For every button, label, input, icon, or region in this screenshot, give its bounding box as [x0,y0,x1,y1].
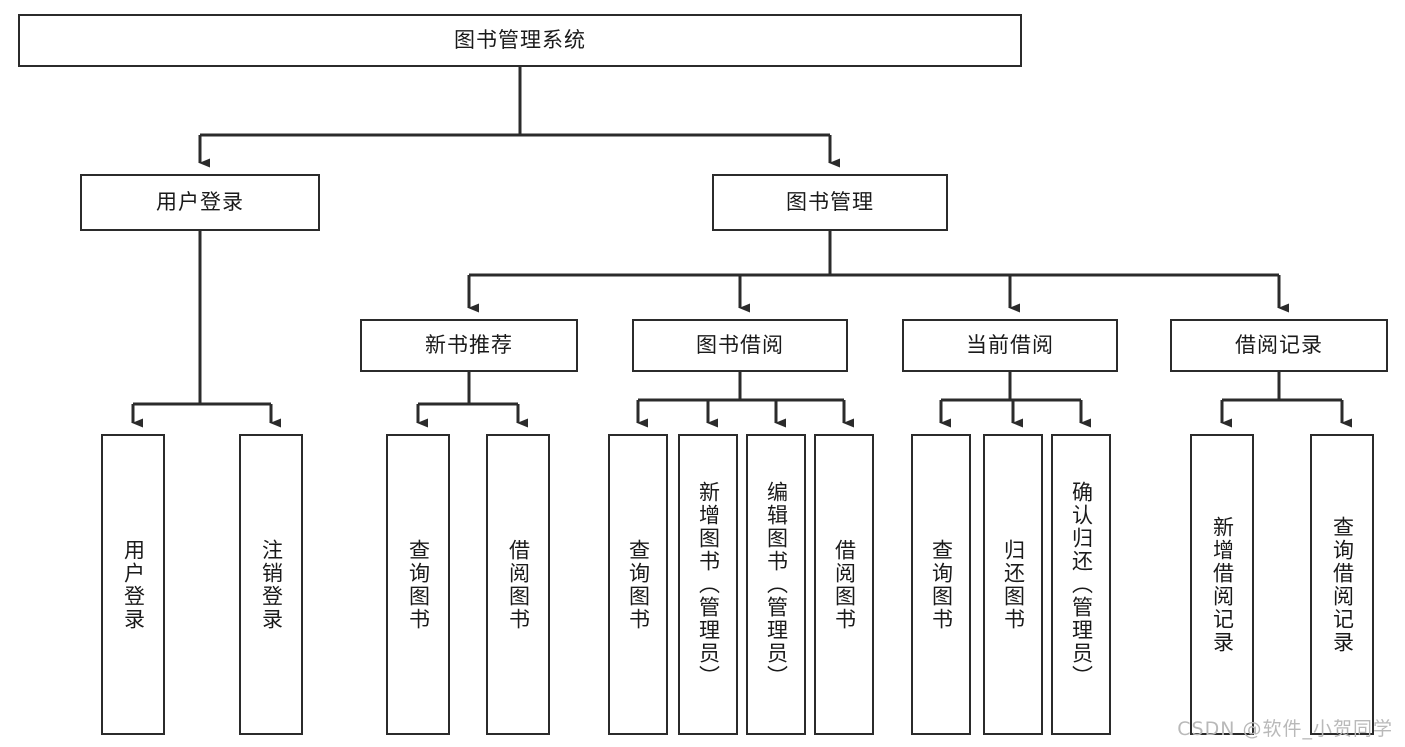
node-root-label: 图书管理系统 [454,27,586,52]
leaf-query-book-current[interactable]: 查询图书 [911,434,971,735]
leaf-logout-login-label: 注销登录 [259,538,284,631]
leaf-query-book-borrow-label: 查询图书 [626,538,651,631]
leaf-query-borrow-record-label: 查询借阅记录 [1330,515,1355,654]
leaf-add-book-admin-label: 新增图书（管理员） [696,481,721,688]
node-new-book-recommend-label: 新书推荐 [425,332,513,357]
leaf-logout-login[interactable]: 注销登录 [239,434,303,735]
leaf-add-book-admin[interactable]: 新增图书（管理员） [678,434,738,735]
leaf-add-borrow-record[interactable]: 新增借阅记录 [1190,434,1254,735]
leaf-confirm-return-admin[interactable]: 确认归还（管理员） [1051,434,1111,735]
node-current-borrow-label: 当前借阅 [966,332,1054,357]
node-borrow-record[interactable]: 借阅记录 [1170,319,1388,372]
leaf-confirm-return-admin-label: 确认归还（管理员） [1069,481,1094,688]
node-current-borrow[interactable]: 当前借阅 [902,319,1118,372]
leaf-user-login[interactable]: 用户登录 [101,434,165,735]
leaf-query-book-current-label: 查询图书 [929,538,954,631]
leaf-borrow-book-recommend-label: 借阅图书 [506,538,531,631]
leaf-query-book-recommend-label: 查询图书 [406,538,431,631]
watermark: CSDN @软件_小贺同学 [1177,718,1393,740]
node-book-borrow-label: 图书借阅 [696,332,784,357]
leaf-borrow-book-recommend[interactable]: 借阅图书 [486,434,550,735]
leaf-return-book-label: 归还图书 [1001,538,1026,631]
leaf-add-borrow-record-label: 新增借阅记录 [1210,515,1235,654]
leaf-edit-book-admin-label: 编辑图书（管理员） [764,481,789,688]
node-book-management-label: 图书管理 [786,189,874,214]
leaf-borrow-book[interactable]: 借阅图书 [814,434,874,735]
leaf-borrow-book-label: 借阅图书 [832,538,857,631]
node-book-management[interactable]: 图书管理 [712,174,948,231]
leaf-edit-book-admin[interactable]: 编辑图书（管理员） [746,434,806,735]
leaf-query-book-recommend[interactable]: 查询图书 [386,434,450,735]
node-new-book-recommend[interactable]: 新书推荐 [360,319,578,372]
node-book-borrow[interactable]: 图书借阅 [632,319,848,372]
node-user-login[interactable]: 用户登录 [80,174,320,231]
node-borrow-record-label: 借阅记录 [1235,332,1323,357]
node-root[interactable]: 图书管理系统 [18,14,1022,67]
leaf-user-login-label: 用户登录 [121,538,146,631]
node-user-login-label: 用户登录 [156,189,244,214]
leaf-query-borrow-record[interactable]: 查询借阅记录 [1310,434,1374,735]
leaf-return-book[interactable]: 归还图书 [983,434,1043,735]
leaf-query-book-borrow[interactable]: 查询图书 [608,434,668,735]
